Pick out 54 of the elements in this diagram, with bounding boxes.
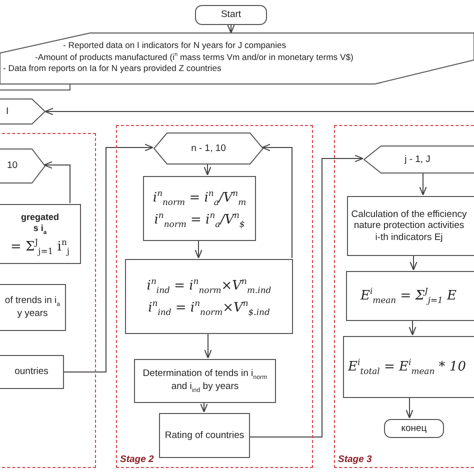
stage-frame (116, 125, 313, 468)
arrow (204, 332, 212, 359)
arrow (408, 320, 416, 336)
process-box (0, 284, 66, 331)
step-text: Rating of countries (164, 430, 244, 442)
step-text: j - 1, J (404, 154, 430, 166)
step-text: - Reported data on I indicators for N years for J companies (63, 40, 286, 52)
start-terminal (195, 5, 267, 25)
loop-hexagon (154, 133, 263, 164)
arrow (62, 144, 154, 372)
step-text: 10 (7, 160, 18, 172)
formula-box (0, 204, 81, 264)
arrow (43, 161, 70, 204)
step-text: - Data from reports on Ia for N years provided Z countries (3, 63, 222, 75)
formula-box (346, 271, 474, 321)
arrow (44, 108, 474, 116)
step-text: I (6, 106, 9, 118)
stage-frame (0, 133, 96, 468)
formula-box (343, 336, 474, 398)
loop-hexagon (0, 99, 45, 124)
arrow (410, 254, 418, 271)
step-text: Calculation of the efficiency nature protection activities i-th indicators Ej (351, 208, 467, 244)
loop-hexagon (364, 146, 474, 173)
step-text: ountries (14, 366, 48, 378)
process-box (0, 355, 64, 389)
arrow (227, 24, 235, 34)
step-text: gregated (20, 212, 59, 223)
process-box (347, 196, 474, 256)
arrow (419, 172, 427, 196)
stage-label: Stage 3 (338, 454, 372, 465)
formula-box (143, 176, 256, 241)
step-text: Start (220, 9, 242, 21)
input-parallelogram (0, 33, 474, 90)
process-box (159, 413, 250, 458)
arrow (204, 162, 212, 176)
loop-hexagon (1, 149, 45, 183)
arrow (406, 396, 414, 419)
arrow (248, 154, 364, 438)
step-text: Determination of tends in i$_{norm}$ and i$_{ind}$ by years (142, 368, 268, 394)
arrow (200, 402, 208, 413)
step-text: -Amount of products manufactured (i$^{n}$ mass terms Vm and/or in monetary terms V$) (35, 52, 354, 64)
process-box (134, 359, 276, 403)
formula-text: E$^{i}$$_{mean}$ = Σ$^{J}$$_{j=1}$ E (360, 285, 457, 307)
formula-box (125, 259, 293, 334)
formula-text: E$^{i}$$_{total}$ = E$^{i}$$_{mean}$ * 10 (348, 356, 466, 378)
stage-label: Stage 2 (120, 454, 154, 465)
step-text: of trends in i$_{a}$ y years (4, 295, 62, 320)
step-text: s i$_{a}$ (33, 222, 47, 237)
step-text: n - 1, 10 (191, 142, 226, 154)
arrow (194, 240, 202, 259)
arrow (261, 144, 292, 258)
end-terminal (384, 419, 444, 438)
step-text: конец (401, 422, 427, 434)
stage-frame (334, 125, 474, 468)
